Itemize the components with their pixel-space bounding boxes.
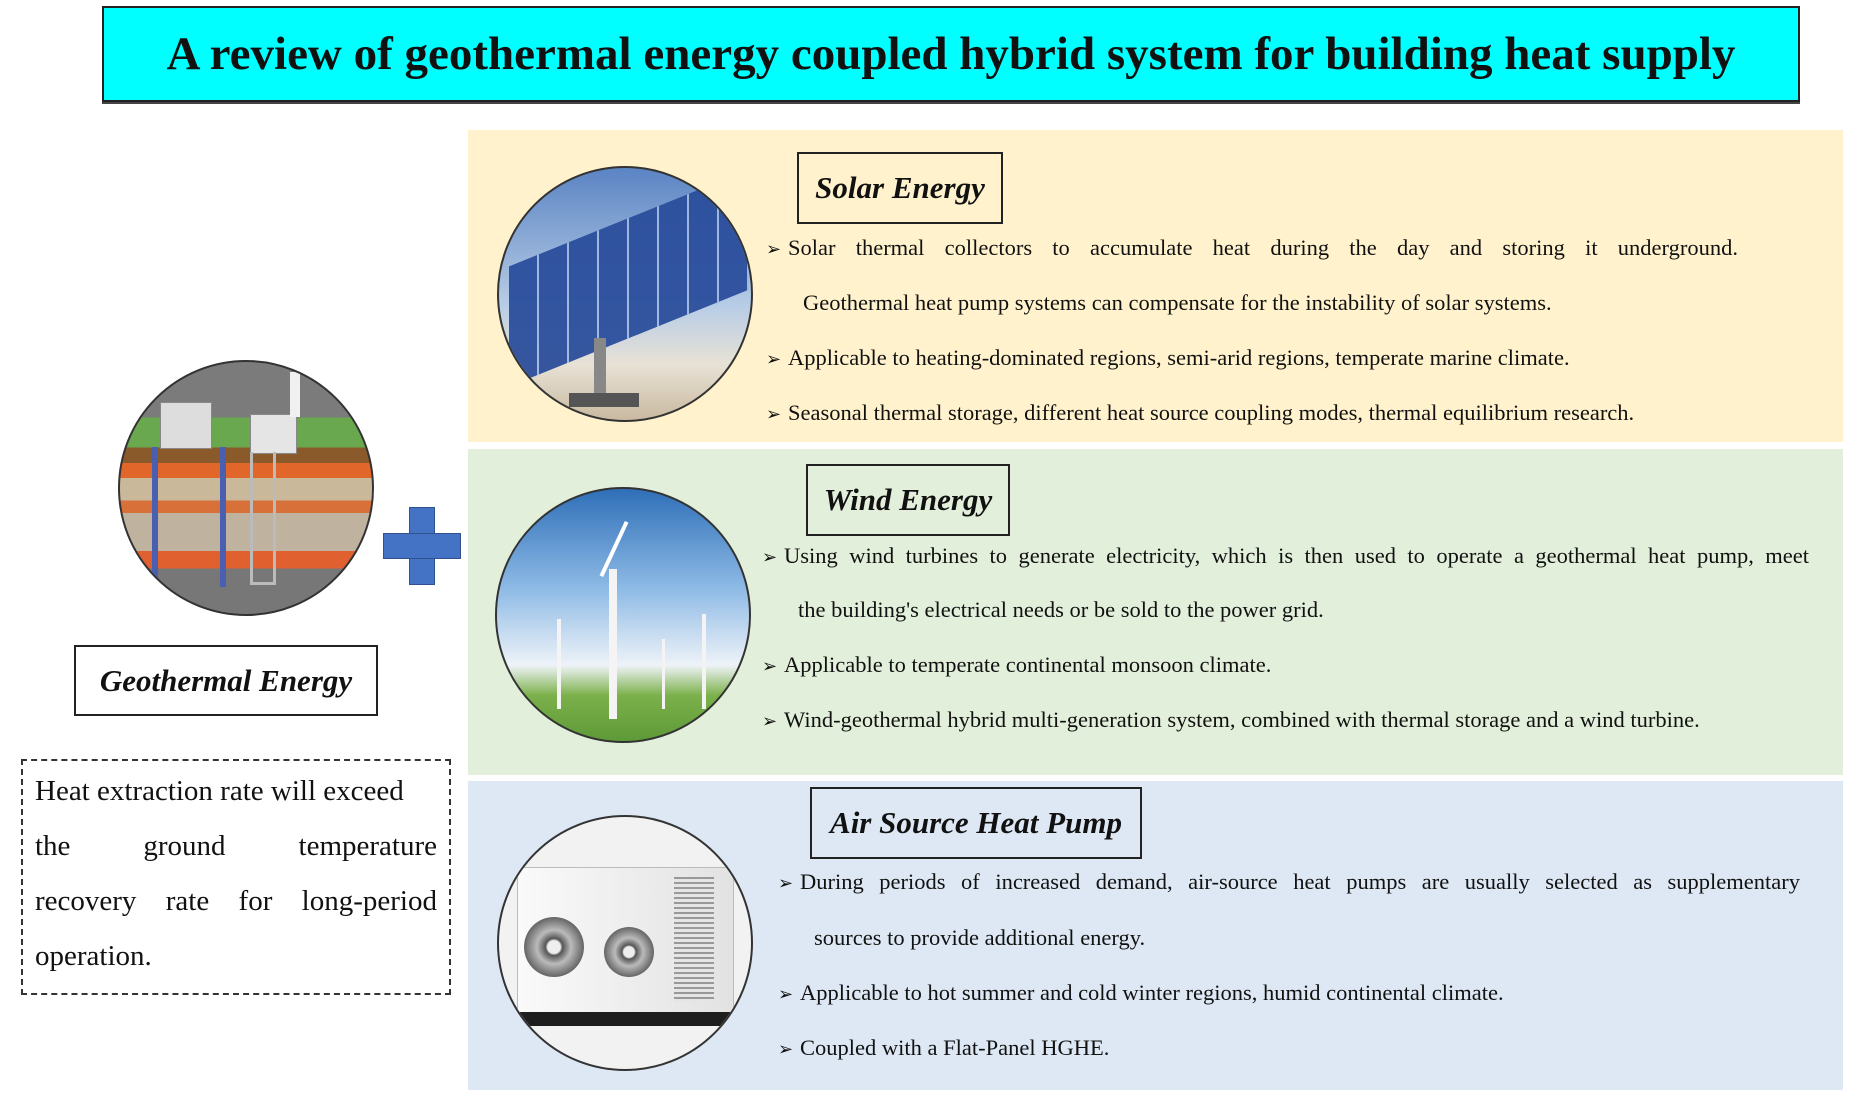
page-title: A review of geothermal energy coupled hy…	[102, 6, 1800, 102]
bullet-text: Applicable to temperate continental mons…	[784, 652, 1272, 677]
arrow-bullet-icon: ➢	[766, 404, 782, 424]
note-line: operation.	[35, 940, 152, 972]
plus-icon	[383, 507, 461, 585]
solar-bullet-2: ➢ Applicable to heating-dominated regions…	[766, 345, 1570, 371]
wind-turbine-image	[495, 487, 751, 743]
bullet-text: Solar thermal collectors to accumulate h…	[788, 235, 1738, 260]
heat-pump-image	[497, 815, 753, 1071]
solar-bullet-3: ➢ Seasonal thermal storage, different hea…	[766, 400, 1634, 426]
bullet-text: Applicable to hot summer and cold winter…	[800, 980, 1504, 1005]
bullet-text: During periods of increased demand, air-…	[800, 869, 1800, 894]
arrow-bullet-icon: ➢	[762, 547, 778, 567]
wind-energy-label: Wind Energy	[806, 464, 1010, 536]
geothermal-label: Geothermal Energy	[74, 645, 378, 716]
bullet-text: Seasonal thermal storage, different heat…	[788, 400, 1635, 425]
bullet-text: Using wind turbines to generate electric…	[784, 543, 1809, 568]
ashp-bullet-1: ➢ During periods of increased demand, air…	[778, 869, 1800, 895]
arrow-bullet-icon: ➢	[778, 984, 794, 1004]
ashp-bullet-2: ➢ Applicable to hot summer and cold winte…	[778, 980, 1504, 1006]
note-line: the ground temperature	[35, 830, 437, 862]
arrow-bullet-icon: ➢	[766, 349, 782, 369]
arrow-bullet-icon: ➢	[778, 1039, 794, 1059]
arrow-bullet-icon: ➢	[762, 656, 778, 676]
note-line: recovery rate for long-period	[35, 885, 437, 917]
geothermal-note: Heat extraction rate will exceed the gro…	[21, 759, 451, 995]
solar-bullet-1: ➢ Solar thermal collectors to accumulate …	[766, 235, 1738, 261]
wind-bullet-1-cont: the building's electrical needs or be so…	[798, 597, 1324, 622]
arrow-bullet-icon: ➢	[762, 711, 778, 731]
solar-panel-image	[497, 166, 753, 422]
wind-bullet-2: ➢ Applicable to temperate continental mon…	[762, 652, 1271, 678]
bullet-text: Coupled with a Flat-Panel HGHE.	[800, 1035, 1110, 1060]
note-line: Heat extraction rate will exceed	[35, 775, 404, 807]
bullet-text: Wind-geothermal hybrid multi-generation …	[784, 707, 1700, 732]
wind-bullet-3: ➢ Wind-geothermal hybrid multi-generation…	[762, 707, 1700, 733]
wind-bullet-1: ➢ Using wind turbines to generate electri…	[762, 543, 1809, 569]
arrow-bullet-icon: ➢	[778, 873, 794, 893]
geothermal-illustration	[118, 360, 374, 616]
bullet-text: Applicable to heating-dominated regions,…	[788, 345, 1570, 370]
air-source-heat-pump-label: Air Source Heat Pump	[810, 787, 1142, 859]
solar-bullet-1-cont: Geothermal heat pump systems can compens…	[803, 290, 1552, 315]
ashp-bullet-3: ➢ Coupled with a Flat-Panel HGHE.	[778, 1035, 1109, 1061]
arrow-bullet-icon: ➢	[766, 239, 782, 259]
ashp-bullet-1-cont: sources to provide additional energy.	[814, 925, 1146, 950]
solar-energy-label: Solar Energy	[797, 152, 1003, 224]
